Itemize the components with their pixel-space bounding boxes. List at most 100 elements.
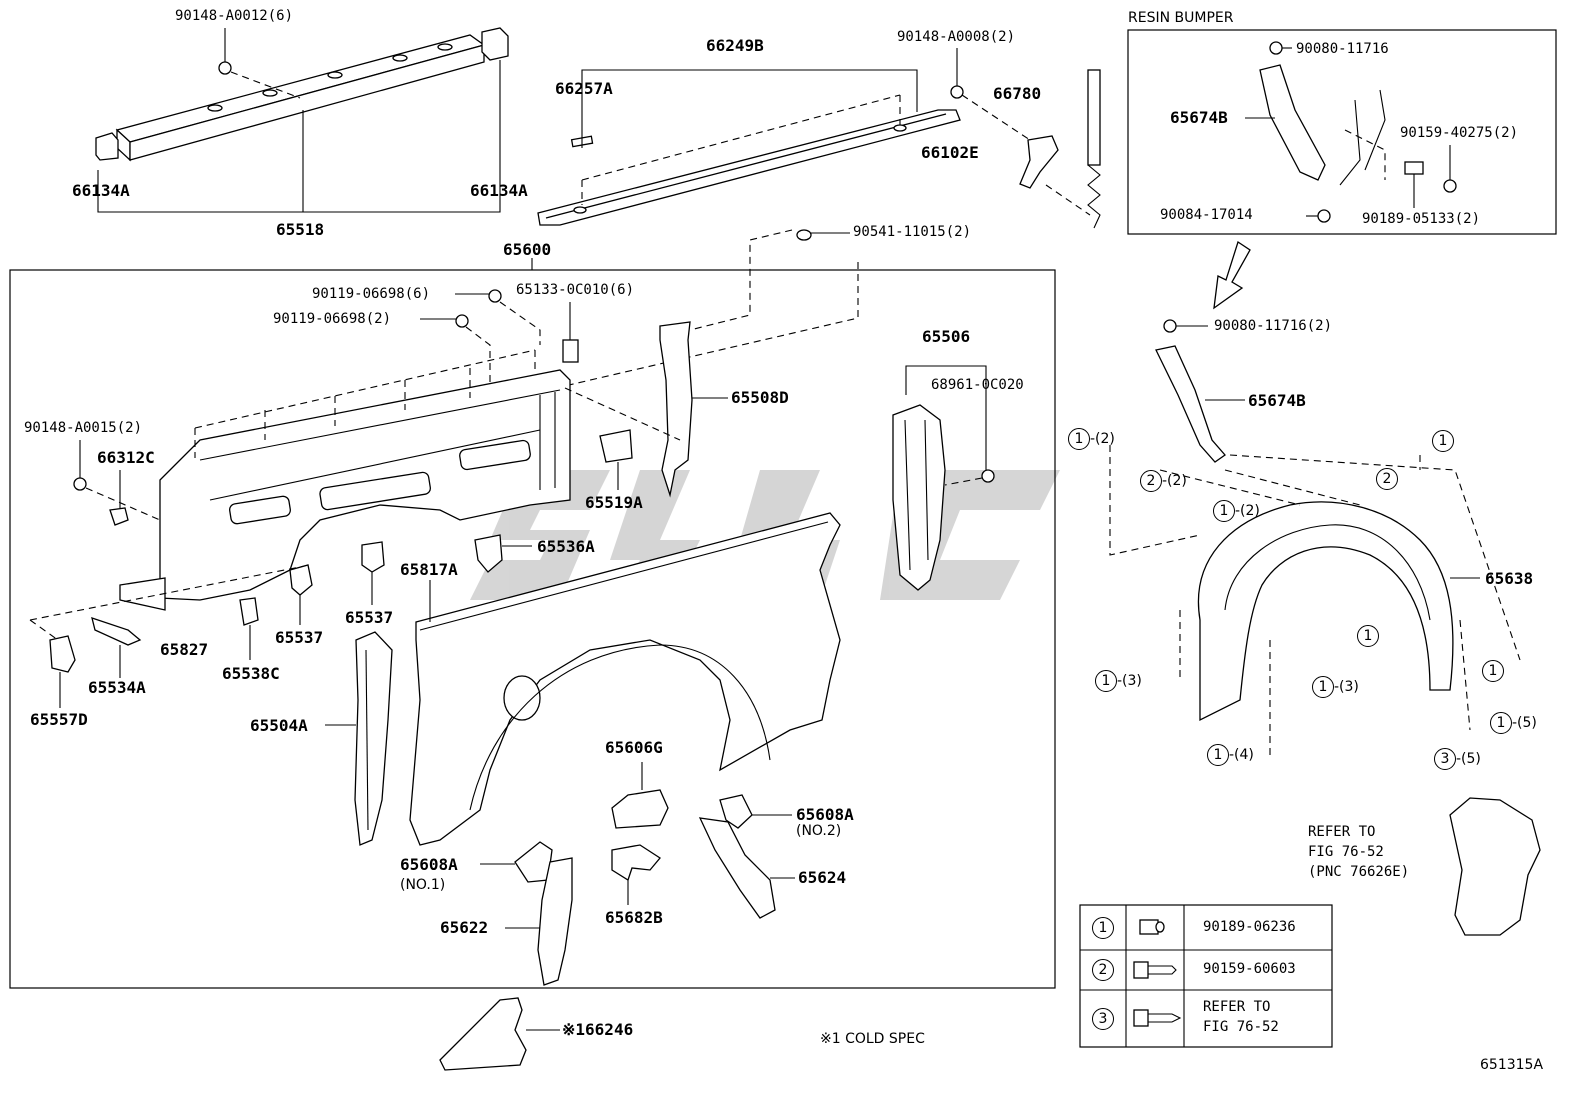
label-66249B: 66249B — [706, 36, 764, 55]
callout: 1 — [1432, 430, 1454, 452]
label-65537-b: 65537 — [345, 608, 394, 627]
mudflap — [1449, 797, 1541, 936]
label-66102E: 66102E — [921, 143, 979, 162]
label-66780: 66780 — [993, 84, 1042, 103]
panel-65506 — [892, 404, 946, 591]
bracket-65534A — [91, 617, 142, 646]
bracket-66102E — [1019, 135, 1059, 189]
label-no1: (NO.1) — [400, 877, 446, 893]
label-65827: 65827 — [160, 640, 209, 659]
legend-row-2-part: 90159-60603 — [1203, 961, 1296, 977]
clip-65133-0C010 — [562, 302, 579, 363]
legend-row-3-part2: FIG 76-52 — [1203, 1019, 1279, 1035]
bracket-65536A — [474, 534, 503, 573]
bracket-65674B — [1155, 319, 1226, 463]
label-66312C: 66312C — [97, 448, 155, 467]
nut-90189-05133-inset — [1404, 161, 1424, 208]
pillar-65504A — [354, 631, 393, 846]
callout: 1-(3) — [1095, 670, 1142, 692]
label-65534A: 65534A — [88, 678, 146, 697]
figure-id: 651315A — [1480, 1057, 1544, 1073]
bolt-90148-A0015 — [73, 440, 87, 491]
label-65519A: 65519A — [585, 493, 643, 512]
bumper-shell-inset — [1339, 89, 1386, 186]
label-inset-90159-40275: 90159-40275(2) — [1400, 125, 1519, 141]
legend-row-3-part: REFER TO — [1203, 999, 1271, 1015]
legend-row-1-num: 1 — [1092, 917, 1114, 939]
callout: 1-(3) — [1312, 676, 1359, 698]
label-65674B: 65674B — [1248, 391, 1306, 410]
label-90148-A0015: 90148-A0015(2) — [24, 420, 143, 436]
legend-row-1-part: 90189-06236 — [1203, 919, 1296, 935]
label-68961-0C020: 68961-0C020 — [931, 377, 1024, 393]
refer-line-3: (PNC 76626E) — [1308, 864, 1410, 880]
callout: 1 — [1482, 660, 1504, 682]
label-65624: 65624 — [798, 868, 847, 887]
label-90119-06698-2: 90119-06698(2) — [273, 311, 392, 327]
bolt-90119-06698-6 — [455, 289, 502, 303]
label-65506: 65506 — [922, 327, 971, 346]
bracket-65508D — [659, 321, 693, 498]
callout: 2 — [1376, 468, 1398, 490]
crossmember-65518 — [115, 34, 486, 162]
label-90541-11015: 90541-11015(2) — [853, 224, 972, 240]
liner-65638 — [1197, 501, 1454, 722]
label-65537-a: 65537 — [275, 628, 324, 647]
bracket-65519A — [599, 429, 633, 463]
callout: 2-(2) — [1140, 470, 1187, 492]
label-66246: ※166246 — [562, 1020, 634, 1039]
label-90148-A0012: 90148-A0012(6) — [175, 8, 294, 24]
bolt-90148-A0008 — [950, 48, 1031, 141]
legend-row-2-num: 2 — [1092, 959, 1114, 981]
reinforcement-65624 — [698, 817, 776, 919]
bracket-65608A-no2 — [719, 794, 753, 829]
nut-90541-11015 — [796, 229, 850, 241]
bolt-90159-40275-inset — [1443, 145, 1457, 193]
label-65608A-no2: 65608A — [796, 805, 854, 824]
legend-icon-nut — [1139, 919, 1165, 935]
clip-66312C — [109, 470, 129, 526]
label-65638: 65638 — [1485, 569, 1534, 588]
bolt-68961-0C020 — [981, 469, 995, 483]
label-65133-0C010: 65133-0C010(6) — [516, 282, 635, 298]
label-inset-65674B: 65674B — [1170, 108, 1228, 127]
bolt-90148-A0012 — [218, 28, 301, 99]
label-65608A-no1: 65608A — [400, 855, 458, 874]
label-65538C: 65538C — [222, 664, 280, 683]
label-65817A: 65817A — [400, 560, 458, 579]
label-66257A: 66257A — [555, 79, 613, 98]
rail-66249B — [537, 109, 961, 226]
label-65606G: 65606G — [605, 738, 663, 757]
label-65504A: 65504A — [250, 716, 308, 735]
label-90119-06698-6: 90119-06698(6) — [312, 286, 431, 302]
label-65536A: 65536A — [537, 537, 595, 556]
legend-icon-screw — [1133, 1009, 1182, 1027]
front-panel-65827 — [119, 369, 571, 611]
reinforcement-65622 — [537, 857, 573, 986]
down-arrow-icon — [1213, 240, 1251, 310]
bumper-66134A-right — [481, 27, 509, 61]
label-65518: 65518 — [276, 220, 325, 239]
bracket-65537-b — [361, 541, 385, 573]
label-65508D: 65508D — [731, 388, 789, 407]
resin-bumper-title: RESIN BUMPER — [1128, 10, 1234, 26]
bracket-65537-a — [289, 564, 313, 596]
label-inset-90189-05133: 90189-05133(2) — [1362, 211, 1481, 227]
resin-bumper-box — [1127, 29, 1557, 235]
legend-row-3-num: 3 — [1092, 1008, 1114, 1030]
bolt-90119-06698-2 — [420, 314, 469, 328]
label-66134A-right: 66134A — [470, 181, 528, 200]
refer-line-2: FIG 76-52 — [1308, 844, 1384, 860]
callout: 1-(2) — [1068, 428, 1115, 450]
callout: 3-(5) — [1434, 748, 1481, 770]
callout: 1-(2) — [1213, 500, 1260, 522]
label-no2: (NO.2) — [796, 823, 842, 839]
bracket-65538C — [239, 597, 259, 626]
guard-66246 — [439, 997, 527, 1071]
bracket-65557D — [49, 635, 76, 673]
side-panel-65817A — [409, 512, 841, 846]
bracket-65674B-inset — [1245, 41, 1331, 223]
label-65682B: 65682B — [605, 908, 663, 927]
label-inset-90084-17014: 90084-17014 — [1160, 207, 1253, 223]
label-65600: 65600 — [503, 240, 552, 259]
